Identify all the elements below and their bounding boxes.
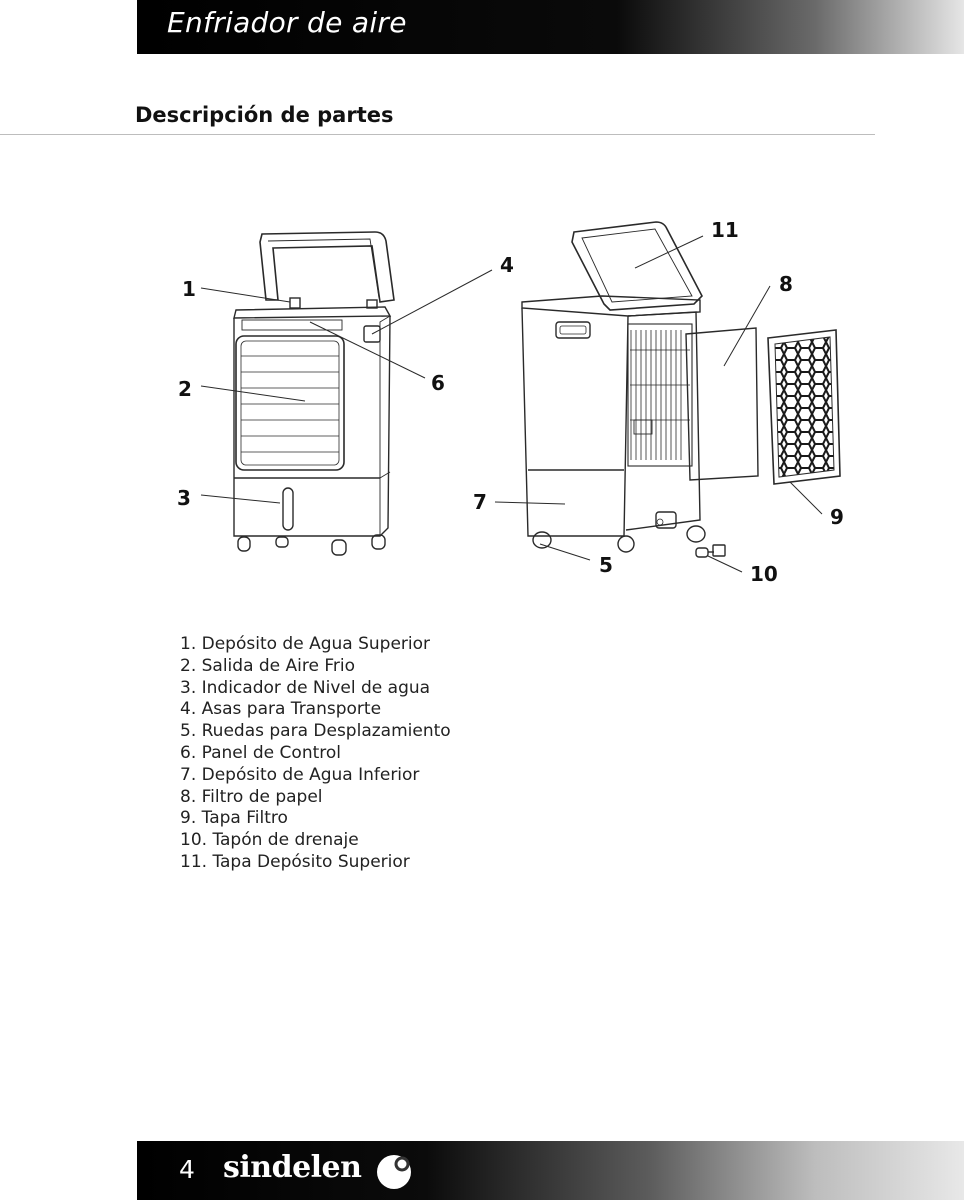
footer-bar: 4 sindelen (137, 1141, 964, 1200)
callout-5: 5 (599, 553, 613, 577)
callout-6: 6 (431, 371, 445, 395)
callout-7: 7 (473, 490, 487, 514)
section-divider (0, 134, 875, 135)
parts-list: 1. Depósito de Agua Superior 2. Salida d… (180, 634, 451, 874)
callout-3: 3 (177, 486, 191, 510)
brand-name: sindelen (223, 1150, 362, 1185)
brand-logo-icon (377, 1155, 411, 1189)
callout-1: 1 (182, 277, 196, 301)
list-item: 7. Depósito de Agua Inferior (180, 764, 420, 785)
list-item: 10. Tapón de drenaje (180, 830, 359, 851)
parts-diagram: 1 2 3 4 5 6 7 8 9 10 11 (177, 218, 844, 586)
list-item: 4. Asas para Transporte (180, 699, 382, 720)
section-title: Descripción de partes (135, 103, 394, 127)
list-item: 9. Tapa Filtro (180, 808, 288, 829)
list-item: 8. Filtro de papel (180, 786, 323, 807)
header-title: Enfriador de aire (167, 6, 407, 39)
callout-4: 4 (500, 253, 514, 277)
back-unit-drawing (521, 221, 759, 558)
header-bar: Enfriador de aire (137, 0, 964, 54)
callout-9: 9 (830, 505, 844, 529)
callout-11: 11 (711, 218, 739, 242)
callout-8: 8 (779, 272, 793, 296)
callout-10: 10 (750, 562, 778, 586)
filter-cover-drawing (767, 329, 841, 485)
list-item: 5. Ruedas para Desplazamiento (180, 721, 451, 742)
list-item: 11. Tapa Depósito Superior (180, 851, 410, 872)
leader-lines (200, 235, 823, 573)
list-item: 1. Depósito de Agua Superior (180, 634, 431, 654)
front-unit-drawing (233, 231, 395, 556)
callout-2: 2 (178, 377, 192, 401)
list-item: 2. Salida de Aire Frio (180, 655, 356, 676)
list-item: 6. Panel de Control (180, 742, 341, 763)
list-item: 3. Indicador de Nivel de agua (180, 677, 431, 698)
page-number: 4 (179, 1155, 195, 1184)
